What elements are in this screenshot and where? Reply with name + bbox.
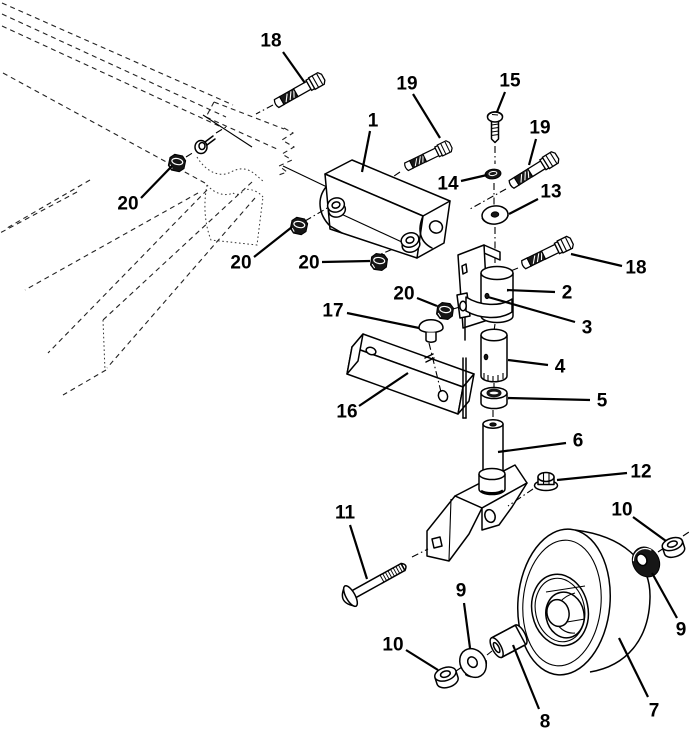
callout-leader-1-3: [360, 130, 372, 173]
callout-label-1-3: 1: [368, 111, 379, 132]
small-carriage-bolt-frame: [194, 135, 216, 155]
part-20-nut-clamp: [435, 301, 455, 321]
part-16-support-bar: [346, 333, 475, 415]
callout-label-20-12: 20: [393, 284, 414, 305]
part-1-mounting-bracket: [319, 159, 451, 259]
callout-leader-15-2: [495, 91, 507, 113]
part-9-washer-left: [459, 647, 487, 679]
callout-label-20-8: 20: [230, 253, 251, 274]
callout-label-2-11: 2: [562, 283, 573, 304]
callout-leader-6-18: [497, 441, 567, 454]
callout-label-16-17: 16: [336, 402, 357, 423]
callout-leader-14-5: [460, 173, 488, 183]
callout-label-18-0: 18: [260, 31, 281, 52]
callout-leader-19-1: [412, 93, 441, 139]
callout-label-5-16: 5: [597, 391, 608, 412]
callout-label-14-5: 14: [437, 174, 459, 195]
callout-leader-16-17: [358, 372, 409, 407]
callout-leader-12-19: [556, 471, 628, 482]
callout-leader-18-0: [282, 51, 306, 84]
part-8-spacer: [489, 624, 528, 659]
callout-leader-5-16: [507, 396, 591, 402]
part-10-nut-right: [661, 536, 686, 559]
part-20-nut-bracket-right: [369, 252, 389, 272]
callouts: 18 19 15 1 19 14 13 20 20 20 18 2 20 3 17 4 5 16 6 12 11 10 9 9…: [117, 31, 686, 733]
callout-label-8-25: 8: [540, 712, 551, 733]
callout-leader-10-24: [405, 649, 439, 671]
callout-label-6-18: 6: [573, 431, 584, 452]
callout-label-20-9: 20: [298, 253, 319, 274]
callout-leader-20-9: [321, 259, 371, 264]
callout-leader-19-4: [527, 138, 538, 166]
part-3-clamp-strap: [456, 292, 513, 319]
part-6-spindle-shaft: [482, 419, 504, 473]
part-15-screw: [486, 111, 504, 144]
callout-label-19-4: 19: [529, 118, 550, 139]
part-5-bushing: [480, 386, 508, 410]
callout-label-4-15: 4: [555, 357, 566, 378]
callout-label-19-1: 19: [396, 74, 417, 95]
callout-label-10-24: 10: [382, 635, 403, 656]
callout-leader-8-25: [511, 644, 541, 710]
callout-leader-4-15: [507, 358, 549, 367]
callout-label-3-13: 3: [582, 318, 593, 339]
callout-leader-17-14: [346, 311, 420, 330]
callout-label-12-19: 12: [630, 462, 651, 483]
caster-fork: [426, 464, 528, 562]
callout-label-7-26: 7: [649, 701, 660, 722]
callout-leader-9-22: [462, 602, 472, 649]
callout-label-18-10: 18: [625, 258, 646, 279]
callout-label-11-20: 11: [335, 503, 356, 524]
callout-leader-20-7: [140, 165, 173, 199]
callout-label-9-22: 9: [456, 581, 467, 602]
plate-edge-below: [462, 357, 467, 419]
part-12-lock-nut: [533, 471, 559, 492]
callout-leader-11-20: [348, 524, 369, 580]
callout-leader-10-21: [632, 516, 667, 542]
part-10-nut-left: [433, 666, 459, 689]
callout-leader-20-8: [253, 226, 293, 258]
callout-leader-7-26: [618, 637, 649, 698]
callout-leader-18-10: [570, 252, 623, 268]
callout-leader-3-13: [487, 295, 576, 324]
part-11-axle-bolt: [341, 562, 407, 608]
callout-label-9-23: 9: [676, 620, 687, 641]
part-7-wheel: [516, 528, 651, 676]
part-4-spacer-tube: [480, 328, 508, 383]
callout-label-17-14: 17: [322, 301, 343, 322]
part-14-nut: [484, 168, 502, 180]
callout-leader-2-11: [506, 288, 556, 294]
callout-label-10-21: 10: [611, 500, 632, 521]
callout-label-15-2: 15: [499, 71, 521, 92]
callout-leader-9-23: [651, 572, 678, 619]
callout-leader-13-6: [508, 198, 539, 215]
callout-leader-20-12: [416, 296, 438, 308]
part-17-knob-pin: [418, 319, 444, 393]
part-13-washer: [481, 205, 509, 225]
callout-label-20-7: 20: [117, 194, 138, 215]
callout-label-13-6: 13: [540, 182, 561, 203]
part-9-washer-right: [631, 546, 661, 578]
